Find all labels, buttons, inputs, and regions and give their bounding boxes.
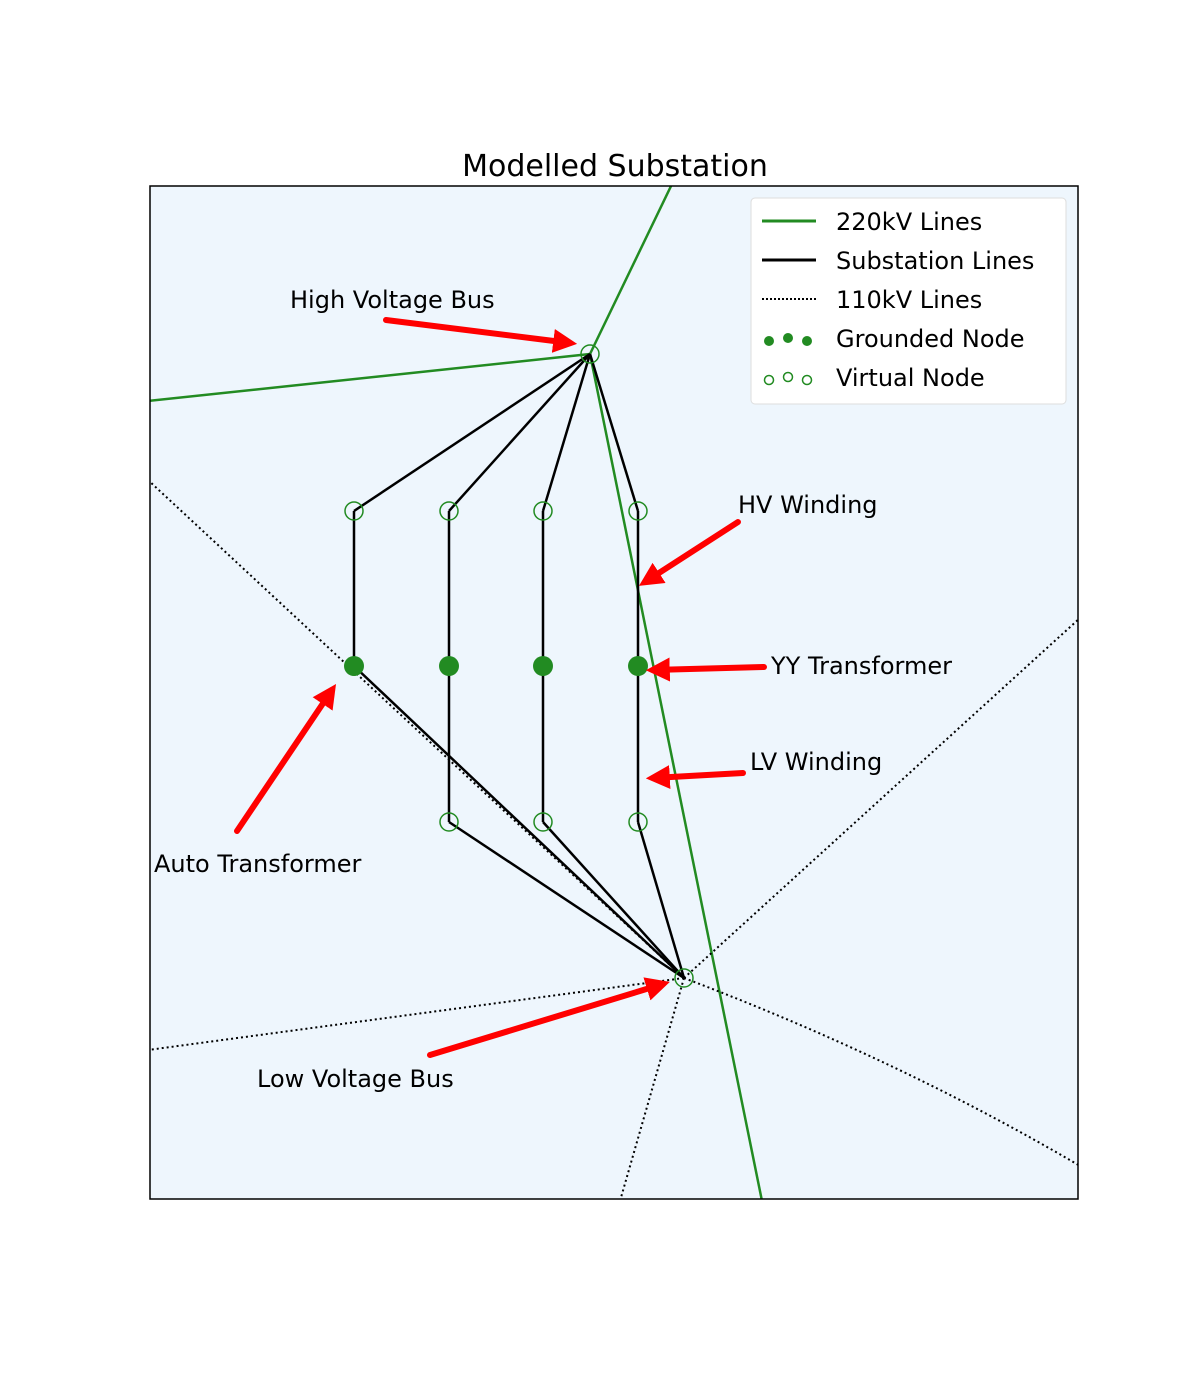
virtual-node-hv-3 <box>533 501 553 521</box>
label-hv-winding: HV Winding <box>738 491 878 519</box>
line-220kv-north <box>588 186 673 355</box>
line-110kv-east <box>683 977 1078 1166</box>
legend-virtual-swatch <box>763 371 813 386</box>
grounded-node-3 <box>533 656 553 676</box>
sub-line-hv-1 <box>353 352 591 513</box>
legend-grounded-label: Grounded Node <box>836 325 1025 353</box>
grounded-node-4 <box>628 656 648 676</box>
label-high-voltage-bus: High Voltage Bus <box>290 286 495 314</box>
virtual-node-hv-bus <box>580 344 600 364</box>
legend-virtual-label: Virtual Node <box>836 364 985 392</box>
arrow-low-voltage-bus <box>427 977 670 1058</box>
virtual-node-hv-1 <box>344 501 364 521</box>
legend-110kv-label: 110kV Lines <box>836 286 982 314</box>
grounded-nodes <box>344 656 648 676</box>
arrow-yy-transformer <box>645 657 767 682</box>
label-yy-transformer: YY Transformer <box>770 652 952 680</box>
legend-box <box>750 197 1067 405</box>
substation-lines <box>352 352 686 980</box>
virtual-node-lv-bus <box>674 968 694 988</box>
arrow-high-voltage-bus <box>383 317 578 353</box>
sub-line-hv-2 <box>448 353 591 512</box>
sub-line-lv-4 <box>636 821 686 979</box>
grounded-node-2 <box>439 656 459 676</box>
line-220kv-west <box>150 352 591 403</box>
arrow-lv-winding <box>645 765 746 790</box>
legend-grounded-swatch <box>764 333 812 346</box>
label-low-voltage-bus: Low Voltage Bus <box>257 1065 454 1093</box>
line-110kv-west <box>150 977 685 1051</box>
plot-frame <box>149 185 1079 1200</box>
line-110kv-south <box>619 977 685 1199</box>
sub-line-auto-lv <box>353 665 685 979</box>
line-110kv-northeast <box>683 618 1078 979</box>
sub-line-lv-2 <box>448 820 685 980</box>
arrow-auto-transformer <box>234 684 337 834</box>
virtual-node-hv-4 <box>628 501 648 521</box>
sub-line-hv-4 <box>588 353 640 512</box>
label-lv-winding: LV Winding <box>750 748 882 776</box>
arrow-hv-winding <box>638 519 741 586</box>
virtual-node-hv-2 <box>439 501 459 521</box>
virtual-node-lv-3 <box>533 812 553 832</box>
diagram-title: Modelled Substation <box>462 149 768 184</box>
virtual-node-lv-2 <box>439 812 459 832</box>
virtual-nodes <box>344 344 694 988</box>
annotation-arrows <box>234 317 767 1058</box>
sub-line-hv-3 <box>541 353 592 512</box>
legend-substation-label: Substation Lines <box>836 247 1034 275</box>
sub-line-lv-3 <box>542 821 685 979</box>
legend: 220kV Lines Substation Lines 110kV Lines… <box>750 197 1067 405</box>
grounded-node-1 <box>344 656 364 676</box>
legend-220kv-label: 220kV Lines <box>836 208 982 236</box>
virtual-node-lv-4 <box>628 812 648 832</box>
label-auto-transformer: Auto Transformer <box>154 850 361 878</box>
